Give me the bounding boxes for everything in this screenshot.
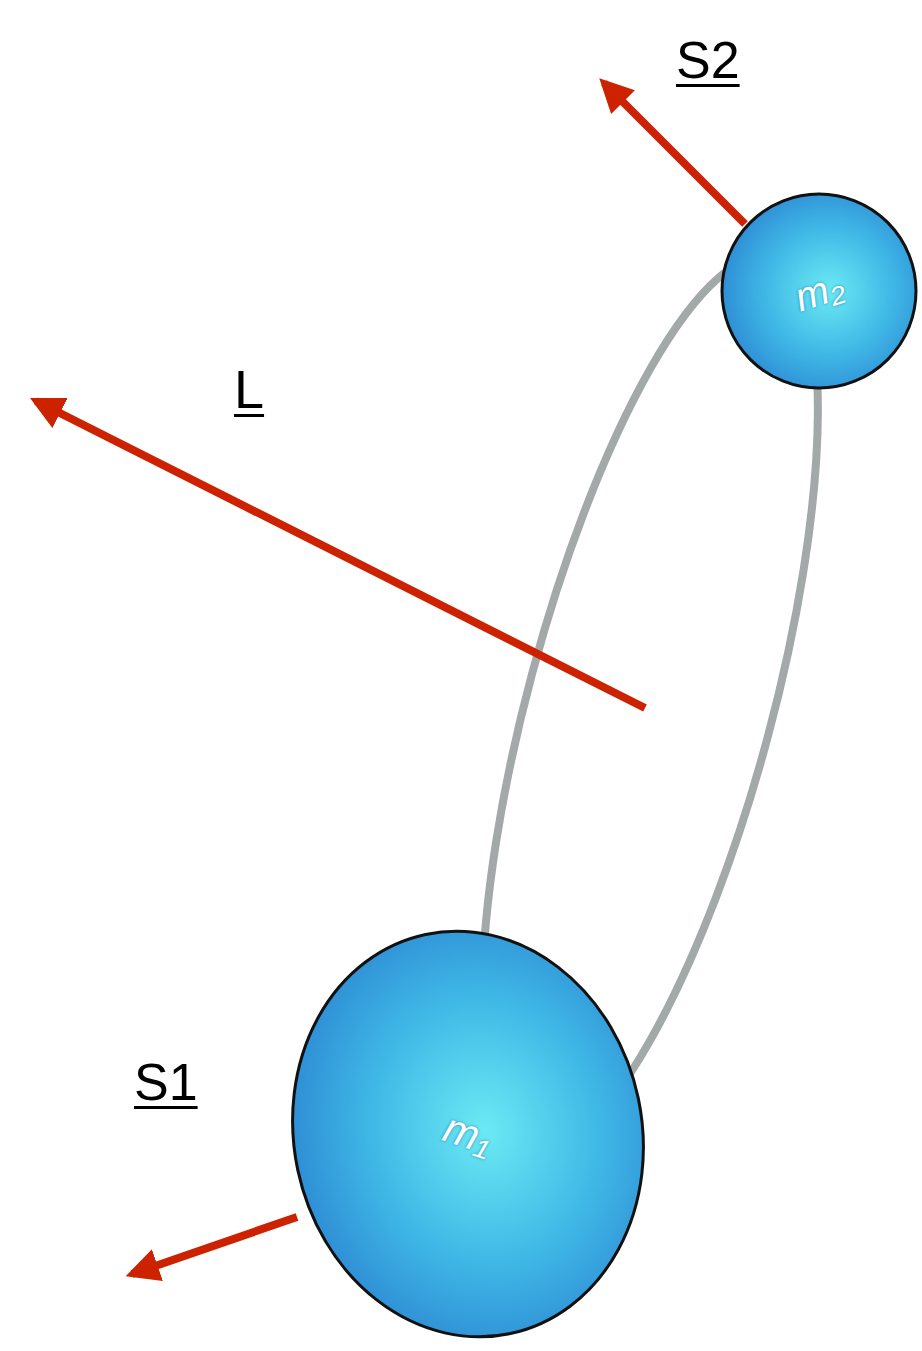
momentum-label: L [234,362,264,416]
orbital-momentum-arrow [36,401,645,708]
spin-arrow [604,83,745,224]
mass-sphere: m₂ [720,192,918,390]
spin-arrow [132,1217,297,1274]
spin-label: S2 [676,34,740,86]
spin-label: S1 [134,1056,198,1108]
mass-sphere: m₁ [292,928,644,1340]
